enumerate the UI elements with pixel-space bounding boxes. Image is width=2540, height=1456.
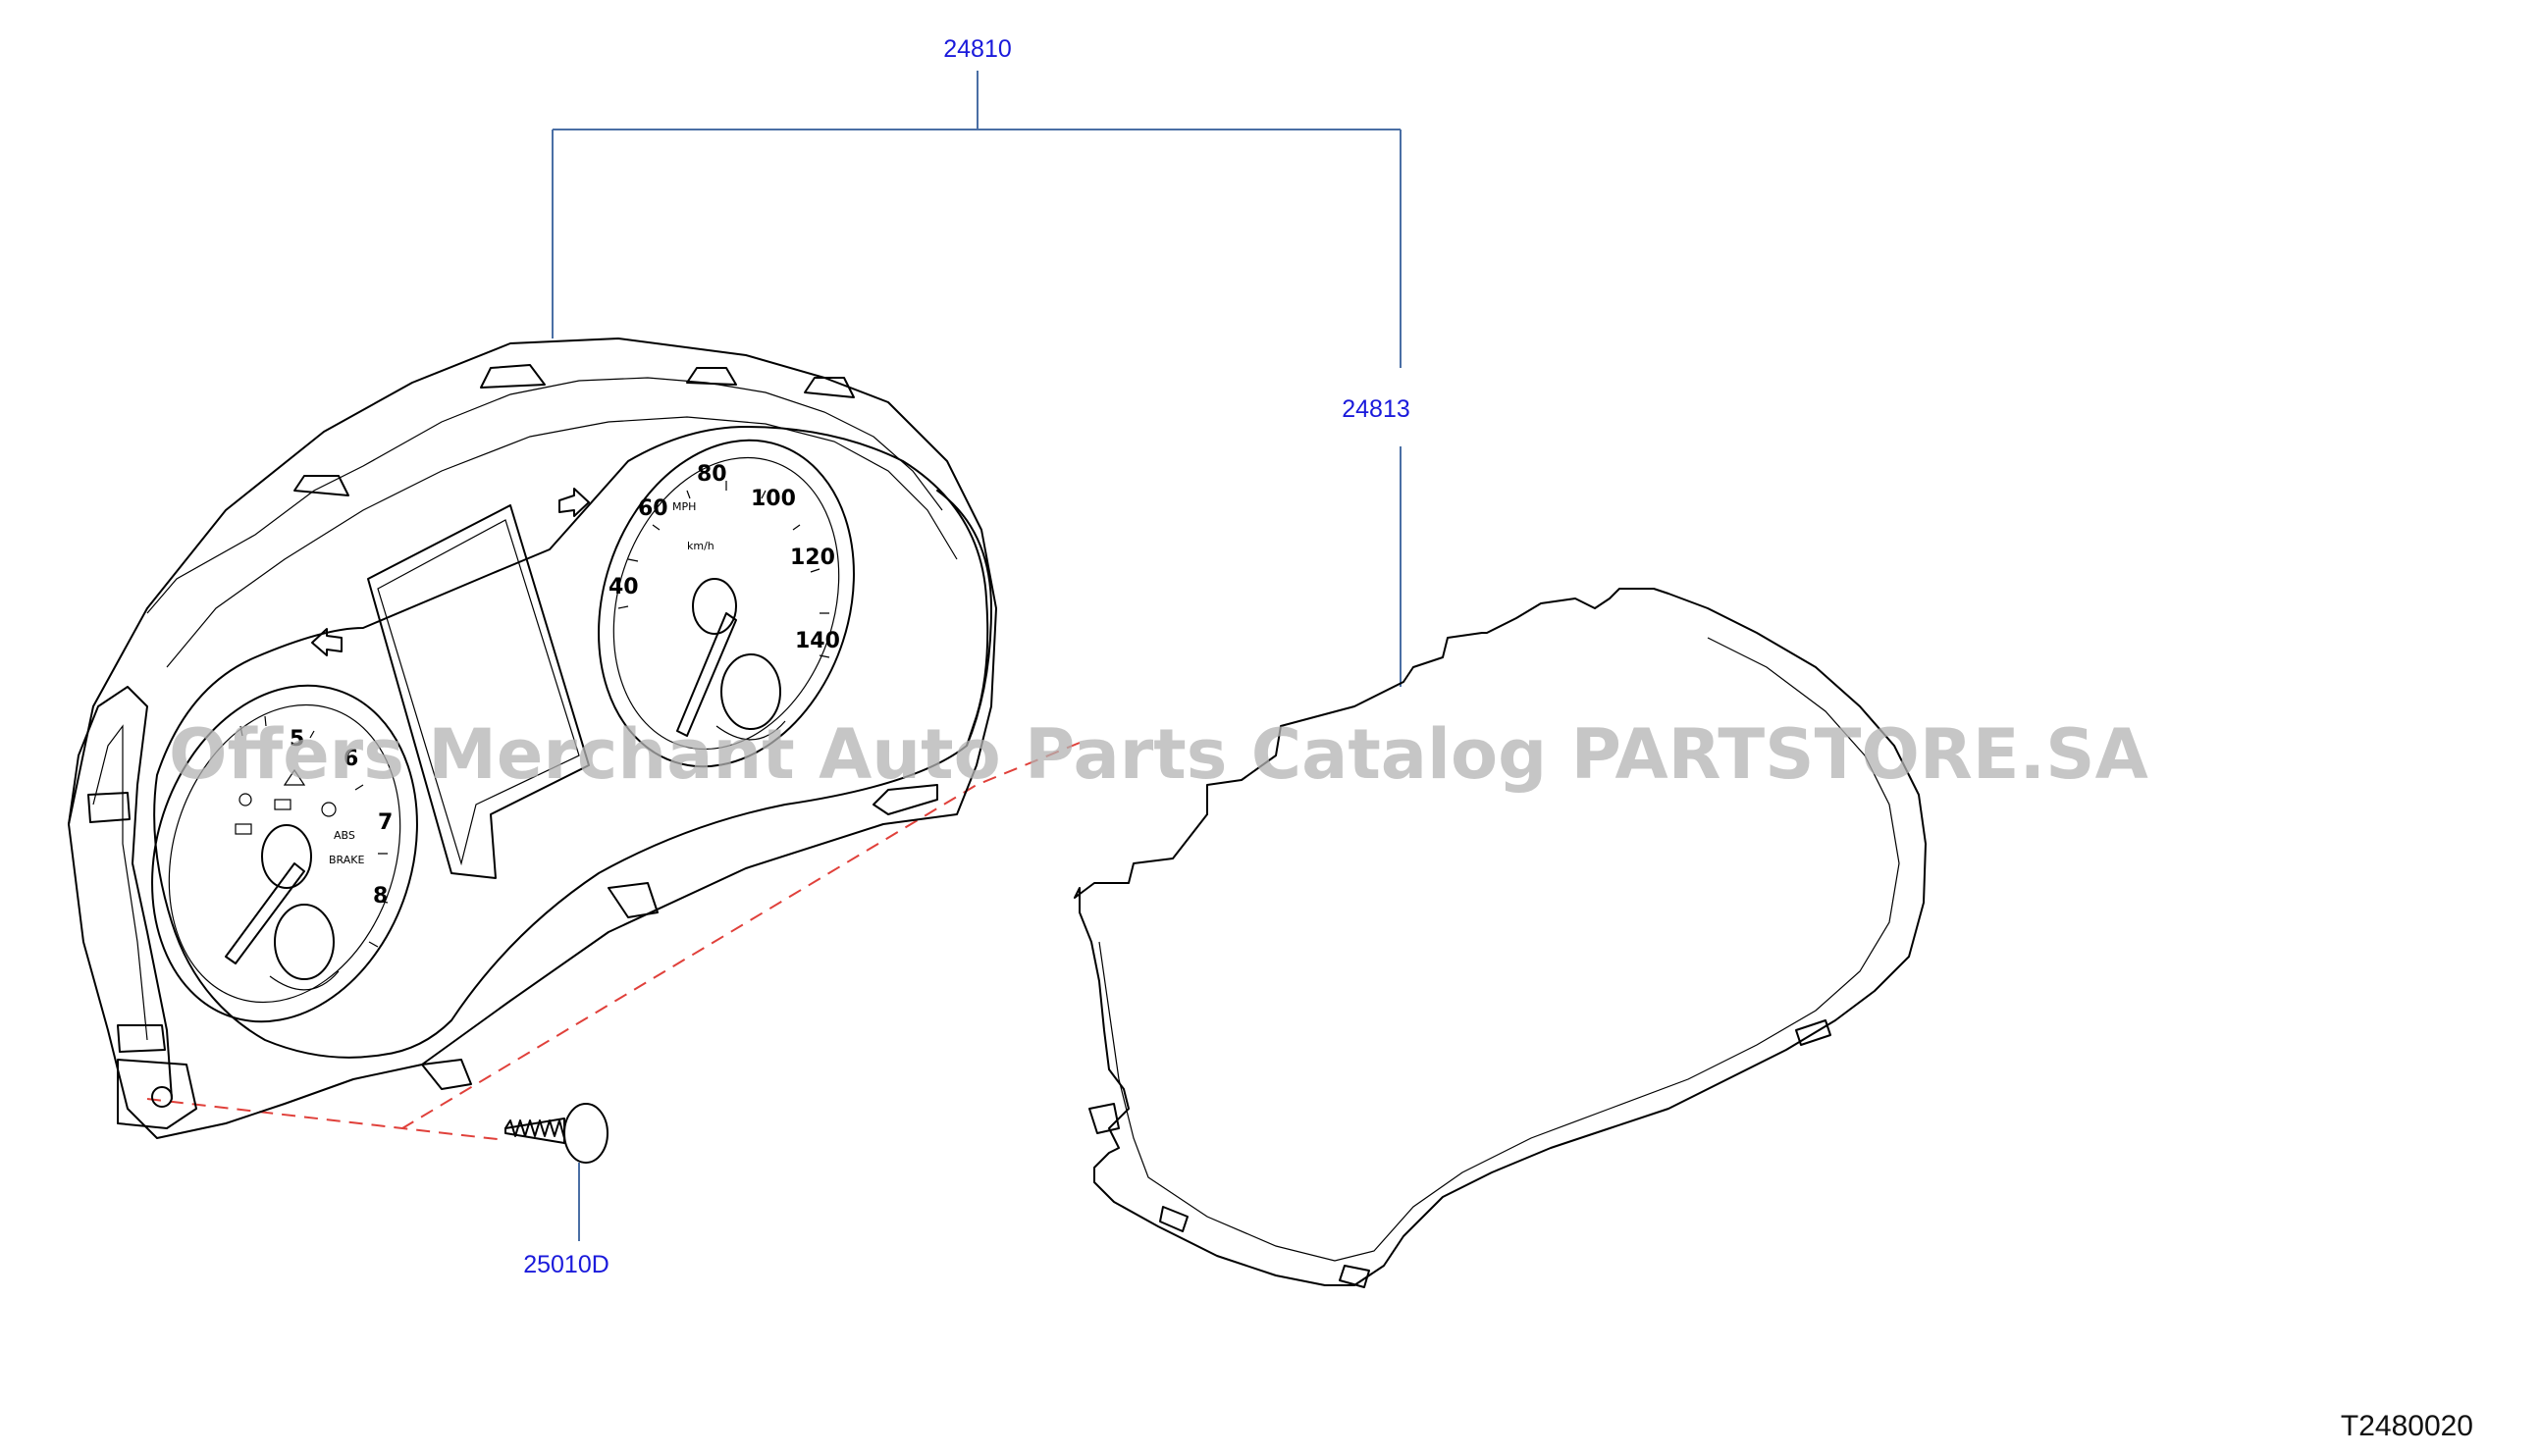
- speed-label-80: 80: [697, 462, 727, 487]
- dashed-line-lower: [146, 1098, 506, 1141]
- cover-tab-3: [1339, 1265, 1370, 1288]
- tachometer-outer-ring: [151, 684, 418, 1023]
- watermark-text: Offers Merchant Auto Parts Catalog PARTS…: [169, 714, 2148, 795]
- leader-lines: [552, 71, 1402, 1241]
- meter-top-rim: [146, 377, 943, 614]
- cover-tab-4: [1795, 1019, 1831, 1046]
- tach-label-8: 8: [373, 884, 388, 909]
- indicator-abs-label: ABS: [334, 829, 355, 842]
- turn-signal-left-icon: [311, 628, 343, 656]
- tachometer-hub: [261, 824, 312, 889]
- cover-tab-1: [1088, 1103, 1120, 1134]
- mounting-tab-bottom-2: [608, 882, 659, 918]
- meter-left-side-inner: [92, 724, 148, 1041]
- tach-label-5: 5: [290, 727, 304, 752]
- temp-sub-gauge-arc: [269, 970, 340, 991]
- meter-rear-housing: [68, 338, 997, 1139]
- dashed-line-upper: [401, 742, 1081, 1129]
- engine-check-icon: [235, 823, 252, 835]
- warning-triangle-icon: [283, 768, 306, 786]
- speed-label-60: 60: [638, 496, 668, 521]
- screw-head: [563, 1103, 609, 1164]
- cover-lens-inner-edge: [1098, 637, 1900, 1262]
- speed-unit-mph: MPH: [672, 500, 696, 513]
- fuel-sub-gauge: [720, 653, 781, 730]
- callout-24813[interactable]: 24813: [1342, 395, 1410, 423]
- screw-part: [504, 1103, 609, 1164]
- tach-label-7: 7: [378, 810, 393, 835]
- cover-lens-outline: [1074, 588, 1927, 1286]
- mounting-bracket-left: [117, 1059, 197, 1129]
- callout-25010d[interactable]: 25010D: [523, 1251, 609, 1278]
- diagram-reference-code: T2480020: [2341, 1410, 2473, 1442]
- speedometer-inner-ring: [612, 456, 840, 751]
- screw-shank: [504, 1118, 565, 1144]
- mounting-tab-left-1: [87, 792, 131, 823]
- center-display: [367, 504, 590, 879]
- turn-signal-right-icon: [558, 488, 590, 517]
- temp-sub-gauge: [274, 904, 335, 980]
- speed-label-140: 140: [795, 629, 840, 653]
- mounting-tab-bottom-3: [873, 784, 938, 815]
- speedometer-needle: [676, 612, 737, 737]
- combination-meter-assembly: 40 60 80 100 120 140 MPH km/h 5 6 7 8 AB…: [68, 338, 997, 1139]
- speed-unit-kmh: km/h: [687, 540, 714, 552]
- speedometer-ticks: [617, 481, 830, 658]
- meter-face-bezel: [153, 426, 989, 1059]
- mounting-tab-bottom-1: [421, 1059, 472, 1090]
- speed-label-120: 120: [790, 546, 835, 570]
- mounting-tab-top-1: [480, 364, 546, 389]
- sub-gauge-arc: [715, 720, 786, 741]
- tachometer-inner-ring: [168, 703, 401, 1004]
- mounting-tab-top-4: [804, 377, 855, 398]
- meter-right-lobe: [936, 490, 992, 747]
- speedometer-outer-ring: [598, 439, 855, 768]
- meter-left-side: [68, 686, 173, 1100]
- speedometer-dial: 40 60 80 100 120 140 MPH km/h: [598, 439, 855, 768]
- cover-tab-2: [1159, 1206, 1189, 1232]
- battery-icon: [274, 799, 291, 810]
- tachometer-needle: [225, 862, 305, 964]
- meter-top-rim-inner: [166, 416, 958, 668]
- screw-threads: [504, 1119, 565, 1139]
- tachometer-ticks: [239, 715, 389, 948]
- mounting-tab-top-3: [686, 367, 737, 386]
- dashed-assembly-lines: [146, 742, 1081, 1141]
- airbag-icon: [321, 802, 337, 817]
- center-display-screen: [377, 519, 580, 866]
- speedometer-hub: [692, 578, 737, 635]
- callout-24810[interactable]: 24810: [943, 35, 1012, 63]
- speed-label-100: 100: [751, 487, 796, 511]
- oil-pressure-icon: [238, 793, 252, 806]
- meter-cover-lens: [1074, 588, 1927, 1288]
- tach-label-6: 6: [344, 747, 358, 771]
- speed-label-40: 40: [609, 575, 639, 599]
- mounting-tab-top-2: [293, 475, 349, 496]
- indicator-brake-label: BRAKE: [329, 854, 364, 866]
- tachometer-dial: 5 6 7 8 ABS BRAKE: [151, 684, 418, 1023]
- mounting-tab-left-2: [117, 1024, 166, 1053]
- bracket-hole: [151, 1086, 173, 1108]
